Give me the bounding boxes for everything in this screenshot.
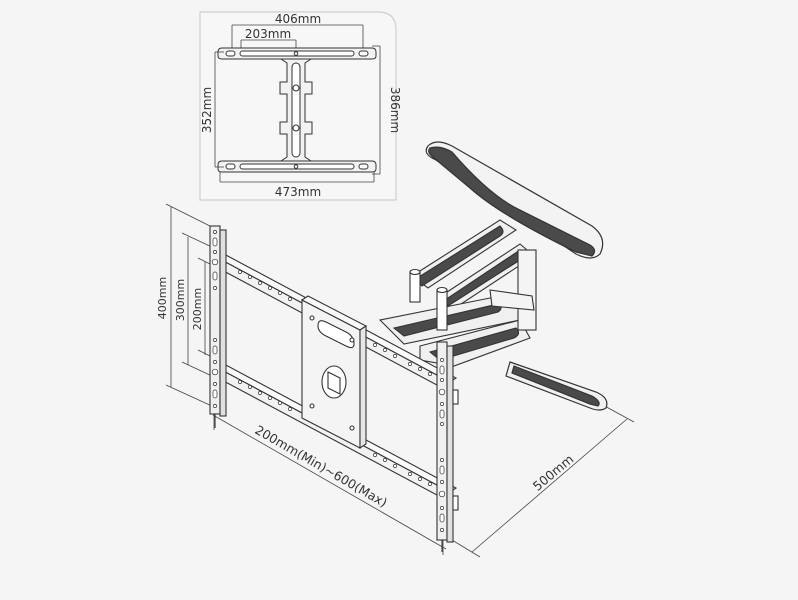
dim-352 xyxy=(214,51,224,168)
left-vertical-bracket xyxy=(209,225,227,428)
inset-panel: 406mm 203mm xyxy=(199,11,402,201)
label-386mm: 386mm xyxy=(388,87,402,133)
label-200-600mm: 200mm(Min)~600(Max) xyxy=(253,422,390,510)
wall-plate-top-rail xyxy=(217,47,377,60)
label-200mm: 200mm xyxy=(191,288,204,330)
label-352mm: 352mm xyxy=(200,87,214,133)
left-bracket-holes xyxy=(211,230,219,408)
wall-plate-bottom-rail xyxy=(217,160,377,173)
right-vertical-bracket xyxy=(436,341,459,552)
wall-plate-curved xyxy=(425,141,604,259)
wall-arm-lower xyxy=(505,361,608,411)
articulating-arms xyxy=(378,219,537,367)
label-473mm: 473mm xyxy=(275,185,321,199)
label-300mm: 300mm xyxy=(174,279,187,321)
label-406mm: 406mm xyxy=(275,12,321,26)
dim-473 xyxy=(219,172,375,183)
dim-386 xyxy=(372,45,381,175)
label-400mm: 400mm xyxy=(156,277,169,319)
vertical-dimensions xyxy=(165,203,215,408)
right-bracket-holes xyxy=(438,358,446,532)
label-500mm: 500mm xyxy=(530,451,577,493)
center-mount-plate xyxy=(300,295,368,450)
rail-holes xyxy=(238,270,432,486)
wall-plate-spine xyxy=(279,58,313,162)
label-203mm: 203mm xyxy=(245,27,291,41)
